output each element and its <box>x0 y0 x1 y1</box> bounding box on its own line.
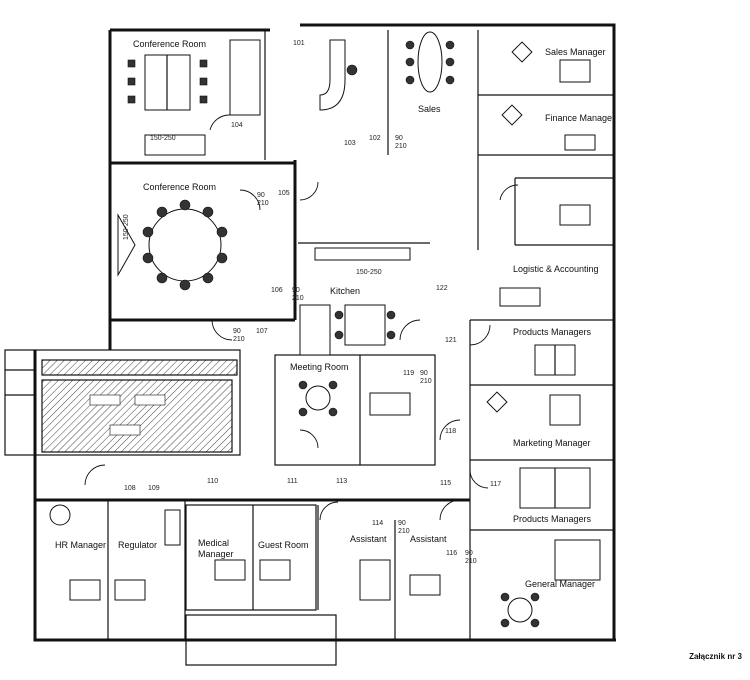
door-tag-105: 105 <box>278 190 290 197</box>
door-tag-106: 106 <box>271 287 283 294</box>
door-width-tag: 90 <box>257 192 265 199</box>
door-tag-115: 115 <box>440 480 451 487</box>
door-tag-107: 107 <box>256 328 268 335</box>
furniture <box>49 31 601 628</box>
door-height-tag: 210 <box>257 200 269 207</box>
door-width-tag: 90 <box>420 370 428 377</box>
door-tag-102: 102 <box>369 135 381 142</box>
door-height-tag: 210 <box>233 336 245 343</box>
room-label-logistic: Logistic & Accounting <box>513 264 599 274</box>
door-tag-108: 108 <box>124 485 136 492</box>
door-height-tag: 210 <box>292 295 304 302</box>
door-height-tag: 210 <box>395 143 407 150</box>
door-tag-103: 103 <box>344 140 356 147</box>
room-label-sales: Sales <box>418 104 441 114</box>
room-label-assistant-2: Assistant <box>410 534 447 544</box>
door-width-tag: 90 <box>395 135 403 142</box>
dim-label: 150-250 <box>356 269 382 276</box>
room-label-regulator: Regulator <box>118 540 157 550</box>
dim-label: 150-250 <box>123 214 130 240</box>
door-width-tag: 90 <box>465 550 473 557</box>
door-tag-114: 114 <box>372 520 383 527</box>
door-tag-104: 104 <box>231 122 243 129</box>
entrance-vestibule <box>185 614 337 666</box>
room-label-marketing: Marketing Manager <box>513 438 591 448</box>
room-label-guest: Guest Room <box>258 540 309 550</box>
door-height-tag: 210 <box>398 528 410 535</box>
room-label-finance-manager: Finance Manager <box>545 113 615 123</box>
door-tag-109: 109 <box>148 485 160 492</box>
room-label-products-1: Products Managers <box>513 327 592 337</box>
room-label-products-2: Products Managers <box>513 514 592 524</box>
door-tag-116: 116 <box>446 550 457 557</box>
door-tag-110: 110 <box>207 478 218 485</box>
door-width-tag: 90 <box>233 328 241 335</box>
attachment-note: Załącznik nr 3 <box>689 652 742 661</box>
door-tag-111: 111 <box>287 478 298 485</box>
room-label-kitchen: Kitchen <box>330 286 360 296</box>
room-label-medical-2: Manager <box>198 549 234 559</box>
door-tag-122: 122 <box>436 285 448 292</box>
room-label-sales-manager: Sales Manager <box>545 47 606 57</box>
door-tag-118: 118 <box>445 428 456 435</box>
door-tag-101: 101 <box>293 40 305 47</box>
door-height-tag: 210 <box>420 378 432 385</box>
room-label-hr: HR Manager <box>55 540 106 550</box>
door-tag-121: 121 <box>445 337 457 344</box>
door-height-tag: 210 <box>465 558 477 565</box>
door-tag-119: 119 <box>403 370 414 377</box>
dim-label: 150-250 <box>150 135 176 142</box>
room-label-general-manager: General Manager <box>525 579 595 589</box>
door-width-tag: 90 <box>398 520 406 527</box>
room-label-medical-1: Medical <box>198 538 229 548</box>
room-label-conference-2: Conference Room <box>143 182 216 192</box>
room-label-assistant-1: Assistant <box>350 534 387 544</box>
stairwell <box>4 349 241 456</box>
door-swings <box>84 114 519 521</box>
door-width-tag: 90 <box>292 287 300 294</box>
interior-walls <box>35 30 614 640</box>
room-label-meeting: Meeting Room <box>290 362 349 372</box>
room-label-conference-1: Conference Room <box>133 39 206 49</box>
door-tag-113: 113 <box>336 478 347 485</box>
door-tag-117: 117 <box>490 481 501 488</box>
